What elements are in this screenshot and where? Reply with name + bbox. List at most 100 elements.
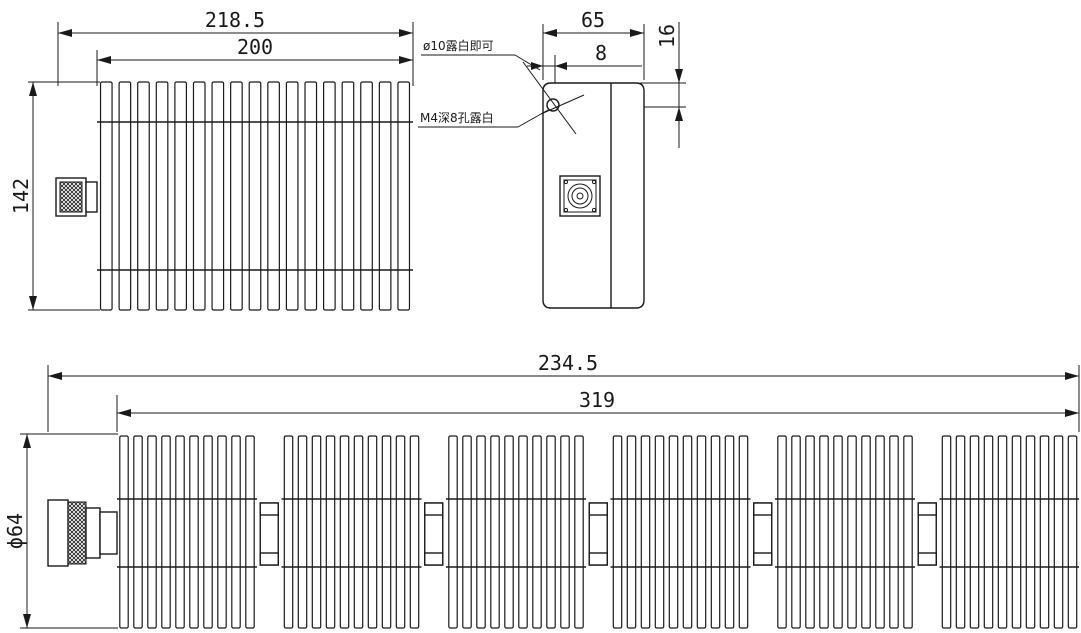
- heatsink-fin: [189, 435, 199, 629]
- heatsink-fin: [777, 435, 787, 629]
- heatsink-fin: [339, 435, 350, 629]
- heatsink-fin: [668, 435, 679, 629]
- dim-assembly-body-length-label: 319: [579, 388, 615, 412]
- note-hole-diameter-text: ø10露白即可: [423, 38, 494, 53]
- n-connector-bottom: [47, 499, 118, 567]
- heatsink-fin: [997, 435, 1008, 629]
- heatsink-fin: [861, 435, 871, 629]
- heatsink-section: [446, 435, 586, 629]
- heatsink-fin: [248, 81, 262, 311]
- heatsink-fin: [819, 435, 829, 629]
- heatsink-fin: [174, 81, 188, 311]
- heatsink-fin: [490, 435, 500, 629]
- dim-end-width: 65: [543, 8, 644, 37]
- heatsink-fins: [99, 81, 411, 311]
- heatsink-fin: [381, 435, 392, 629]
- heatsink-fin: [175, 435, 185, 629]
- dim-assembly-overall-length: 234.5: [48, 351, 1079, 380]
- heatsink-fin: [612, 435, 623, 629]
- heatsink-fin: [155, 81, 169, 311]
- heatsink-fin: [133, 435, 143, 629]
- heatsink-fin: [791, 435, 801, 629]
- heatsink-fin: [360, 81, 373, 311]
- heatsink-fin: [518, 435, 528, 629]
- heatsink-fin: [903, 435, 913, 629]
- heatsink-fin: [147, 435, 157, 629]
- heatsink-fin: [640, 435, 651, 629]
- dim-end-width-label: 65: [581, 8, 605, 32]
- heatsink-fin: [395, 435, 406, 629]
- heatsink-fin: [230, 81, 243, 311]
- section-couplers: [259, 502, 937, 566]
- heatsink-fin: [283, 435, 294, 629]
- n-connector-flange: [559, 175, 601, 217]
- heatsink-fin: [285, 81, 299, 311]
- mounting-hole: [522, 61, 585, 135]
- heatsink-fin: [546, 435, 556, 629]
- heatsink-section: [939, 435, 1079, 629]
- heatsink-fin: [297, 435, 308, 629]
- heatsink-fin: [304, 81, 318, 311]
- heatsink-section: [610, 435, 751, 629]
- dim-diameter: ϕ64: [3, 434, 31, 628]
- heatsink-fin: [1067, 435, 1078, 629]
- heatsink-fin: [397, 81, 411, 311]
- coupler: [588, 502, 608, 566]
- heatsink-sections: [117, 435, 1079, 629]
- heatsink-fin: [367, 435, 378, 629]
- heatsink-fin: [137, 81, 150, 311]
- heatsink-section: [775, 435, 915, 629]
- coupler: [917, 502, 937, 566]
- heatsink-fin: [192, 81, 206, 311]
- heatsink-fin: [805, 435, 815, 629]
- side-view: 218.5 200 142: [9, 8, 414, 311]
- heatsink-section: [117, 435, 257, 629]
- heatsink-fin: [341, 81, 355, 311]
- heatsink-fin: [231, 435, 241, 629]
- dim-diameter-label: ϕ64: [3, 513, 27, 549]
- heatsink-fin: [724, 435, 735, 629]
- dim-hole-offset-label: 8: [595, 41, 607, 65]
- heatsink-fin: [847, 435, 857, 629]
- heatsink-fin: [325, 435, 336, 629]
- heatsink-fin: [99, 81, 113, 311]
- dim-overall-length: 218.5: [58, 8, 413, 37]
- heatsink-fin: [875, 435, 885, 629]
- heatsink-fin: [311, 435, 322, 629]
- heatsink-fin: [955, 435, 966, 629]
- dim-overall-length-label: 218.5: [205, 8, 265, 32]
- heatsink-fin: [889, 435, 899, 629]
- heatsink-fin: [504, 435, 514, 629]
- heatsink-fin: [448, 435, 458, 629]
- dim-assembly-overall-length-label: 234.5: [538, 351, 598, 375]
- heatsink-fin: [409, 435, 420, 629]
- heatsink-fin: [574, 435, 584, 629]
- dim-hole-height: 16: [655, 22, 683, 148]
- heatsink-fin: [462, 435, 472, 629]
- dim-hole-height-label: 16: [655, 24, 679, 48]
- dim-body-length-label: 200: [237, 35, 273, 59]
- heatsink-fin: [941, 435, 952, 629]
- heatsink-fin: [738, 435, 749, 629]
- heatsink-fin: [626, 435, 637, 629]
- heatsink-fin: [532, 435, 542, 629]
- coupler: [424, 502, 444, 566]
- note-hole-diameter: ø10露白即可: [421, 38, 541, 71]
- n-connector-side: [55, 177, 98, 217]
- heatsink-fin: [560, 435, 570, 629]
- heatsink-section: [281, 435, 422, 629]
- coupler: [259, 502, 279, 566]
- note-threaded-hole: M4深8孔露白: [418, 109, 549, 128]
- heatsink-fin: [211, 81, 225, 311]
- note-threaded-hole-text: M4深8孔露白: [420, 110, 494, 125]
- heatsink-fin: [682, 435, 693, 629]
- coupler: [753, 502, 773, 566]
- dim-height-label: 142: [9, 178, 33, 214]
- heatsink-fin: [1025, 435, 1036, 629]
- heatsink-fin: [119, 435, 129, 629]
- heatsink-fin: [118, 81, 132, 311]
- heatsink-fin: [654, 435, 665, 629]
- heatsink-fin: [969, 435, 980, 629]
- heatsink-fin: [353, 435, 364, 629]
